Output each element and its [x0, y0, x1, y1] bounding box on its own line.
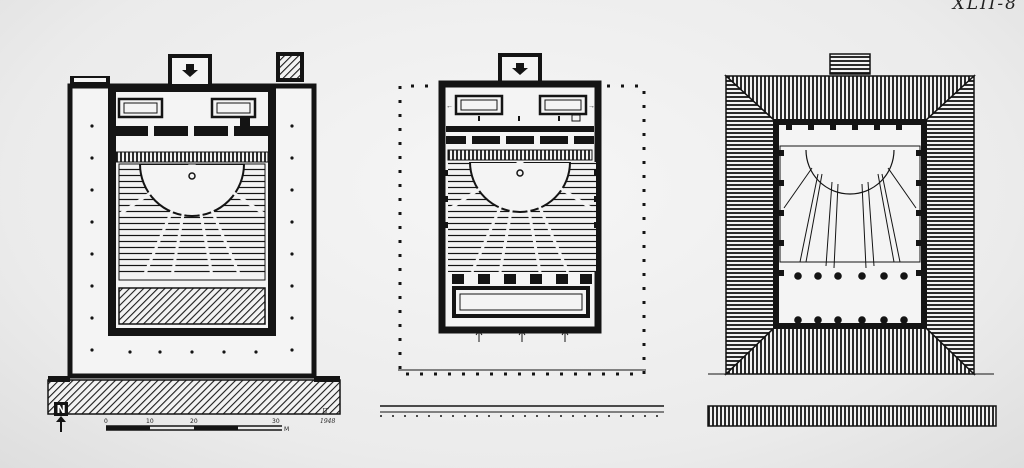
- scale-tick-30: 30: [272, 418, 280, 425]
- scale-unit: M: [284, 426, 289, 433]
- north-label: N: [57, 403, 66, 416]
- plan-ground-floor: N 0 10 20 30 M JT 1948: [47, 52, 341, 433]
- scale-tick-20: 20: [190, 418, 198, 425]
- scale-tick-0: 0: [104, 418, 108, 425]
- drawing-date: 1948: [320, 418, 335, 425]
- north-arrow: N: [54, 402, 68, 432]
- svg-text:←: ←: [446, 103, 453, 110]
- svg-text:→: →: [588, 103, 595, 110]
- ground-hatch: [47, 379, 341, 415]
- drafter-initials: JT: [320, 408, 329, 415]
- plan-roof: [707, 53, 997, 427]
- plate-label: XLII-8: [952, 0, 1018, 14]
- scale-bar: 0 10 20 30 M: [104, 418, 289, 433]
- scale-tick-10: 10: [146, 418, 154, 425]
- column-dots: [90, 124, 294, 354]
- plan-reconstruction: ← →: [380, 53, 664, 417]
